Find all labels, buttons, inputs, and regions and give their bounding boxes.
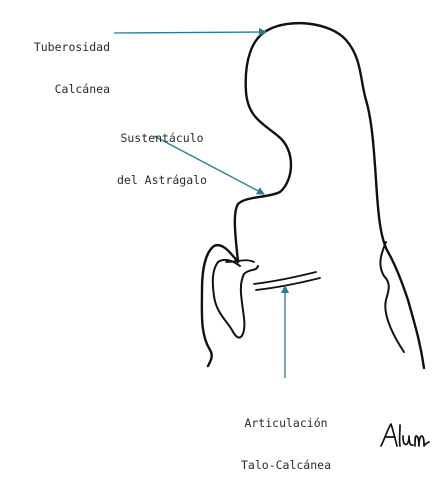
label-sustentaculo-astragalo: Sustentáculo del Astrágalo <box>100 103 224 215</box>
label-sustentaculo-line2: del Astrágalo <box>100 173 224 187</box>
label-tuberosidad-calcanea: Tuberosidad Calcánea <box>10 12 110 124</box>
joint-line-upper <box>254 272 316 284</box>
label-tuberosidad-line2: Calcánea <box>10 82 110 96</box>
label-articulacion-line1: Articulación <box>222 416 350 430</box>
talus-inner-contour <box>213 260 258 338</box>
label-articulacion-talo-calcanea: Articulación Talo-Calcánea <box>222 388 350 500</box>
artist-signature <box>378 420 432 450</box>
talus-outline <box>202 245 238 366</box>
joint-line-lower <box>256 278 320 290</box>
calcaneus-posterior-outline <box>268 23 424 368</box>
arrow-tuberosidad <box>114 32 266 33</box>
label-tuberosidad-line1: Tuberosidad <box>10 40 110 54</box>
diagram-canvas: Tuberosidad Calcánea Sustentáculo del As… <box>0 0 432 451</box>
calcaneus-outline <box>235 30 291 262</box>
label-articulacion-line2: Talo-Calcánea <box>222 458 350 472</box>
label-sustentaculo-line1: Sustentáculo <box>100 131 224 145</box>
